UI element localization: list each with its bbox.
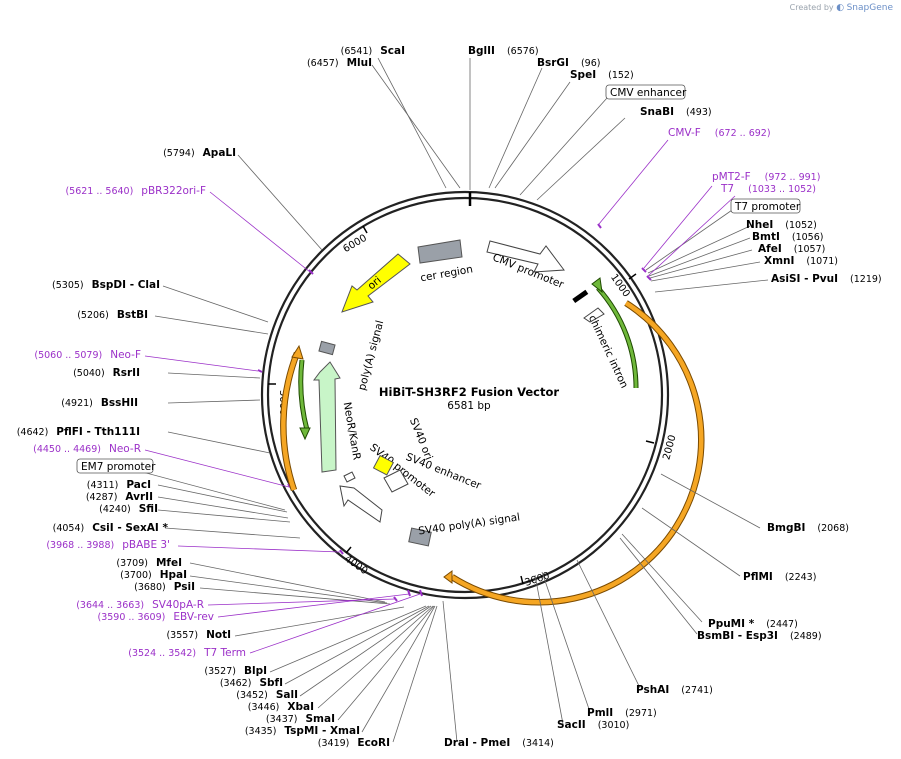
enzyme-spei: SpeI(152): [570, 69, 634, 81]
snapgene-logo-icon: ◐: [836, 3, 845, 13]
enzyme-bstbi: (5206)BstBI: [77, 309, 148, 321]
enzyme-tspmi-xmai: (3435)TspMI - XmaI: [245, 725, 360, 737]
feature-polya-signal: poly(A) signal: [356, 319, 386, 392]
label-t7-promoter: T7 promoter: [734, 201, 801, 213]
primer-neo-f: (5060 .. 5079)Neo-F: [34, 349, 141, 361]
enzyme-sacii: SacII(3010): [557, 719, 629, 731]
green-arc-right: [596, 287, 638, 389]
primer-pbabe-3: (3968 .. 3988)pBABE 3': [46, 539, 170, 551]
cmv-promoter-arrow: [486, 240, 565, 273]
enzyme-mfei: (3709)MfeI: [116, 557, 182, 569]
label-cmv-enhancer: CMV enhancer: [610, 87, 687, 99]
enzyme-xmni: XmnI(1071): [764, 255, 838, 267]
watermark-prefix: Created by: [789, 3, 834, 12]
primer-neo-r: (4450 .. 4469)Neo-R: [33, 443, 141, 455]
plasmid-name: HiBiT-SH3RF2 Fusion Vector: [379, 385, 559, 399]
orf-arc-left: [281, 352, 300, 491]
chimeric-intron-mark: [572, 289, 589, 304]
enzyme-csii-sexai: (4054)CsiI - SexAI *: [53, 522, 169, 534]
label-em7-promoter: EM7 promoter: [81, 461, 156, 473]
enzyme-sali: (3452)SalI: [236, 689, 298, 701]
primer-cmv-f: CMV-F(672 .. 692): [668, 127, 771, 139]
enzyme-pmli: PmlI(2971): [587, 707, 657, 719]
feature-sv40-polya-signal: SV40 poly(A) signal: [418, 511, 521, 537]
enzyme-psii: (3680)PsiI: [134, 581, 195, 593]
primer-leader-lines: [144, 139, 736, 654]
primer-marks: [257, 223, 652, 602]
sv40-promoter-arrow: [339, 485, 383, 523]
enzyme-paci: (4311)PacI: [87, 479, 151, 491]
enzyme-hpai: (3700)HpaI: [120, 569, 187, 581]
neor-kanr-arrow: [313, 361, 341, 473]
green-arrow-left-head: [299, 427, 311, 441]
box-t7-promoter: [730, 198, 801, 214]
sv40-ori-box: [372, 454, 395, 476]
enzyme-bsmbi-esp3i: BsmBI - Esp3I(2489): [697, 630, 822, 642]
enzyme-rsrii: (5040)RsrII: [73, 367, 140, 379]
box-cmv-enhancer: [605, 84, 686, 100]
box-em7-promoter: [76, 458, 154, 474]
cer-region-box: [417, 239, 463, 264]
enzyme-sbfi: (3462)SbfI: [220, 677, 283, 689]
enzyme-bglii: BglII(6576): [468, 45, 539, 57]
primer-t7-term: (3524 .. 3542)T7 Term: [128, 647, 246, 659]
enzymes-right: BglII(6576) BsrGI(96) SpeI(152) SnaBI(49…: [444, 45, 882, 749]
primer-ebv-rev: (3590 .. 3609)EBV-rev: [98, 611, 215, 623]
enzyme-pflfi-tth111i: (4642)PflFI - Tth111I: [17, 426, 140, 438]
backbone-outer: [260, 190, 670, 600]
polya-signal-box: [318, 340, 336, 356]
enzyme-pflmi: PflMI(2243): [743, 571, 816, 583]
primer-labels: CMV-F(672 .. 692) pMT2-F(972 .. 991) T7(…: [33, 127, 820, 659]
orf-arrow-left-head: [291, 344, 304, 360]
boxed-labels: CMV enhancer T7 promoter EM7 promoter: [76, 84, 801, 474]
enzyme-sfii: (4240)SfiI: [99, 503, 158, 515]
enzyme-bmti: BmtI(1056): [752, 231, 823, 243]
enzyme-smai: (3437)SmaI: [266, 713, 335, 725]
green-arrow-right-head: [591, 277, 603, 294]
enzyme-bsshii: (4921)BssHII: [61, 397, 138, 409]
tick-6000: 6000: [341, 233, 369, 255]
enzyme-asisi-pvui: AsiSI - PvuI(1219): [771, 273, 882, 285]
enzyme-ecori: (3419)EcoRI: [318, 737, 390, 749]
primer-t7: T7(1033 .. 1052): [720, 183, 816, 195]
enzymes-left: (6541)ScaI (6457)MluI (5794)ApaLI (5305)…: [17, 45, 405, 749]
enzyme-blpi: (3527)BlpI: [204, 665, 267, 677]
watermark-brand: SnapGene: [846, 3, 893, 13]
enzyme-avrii: (4287)AvrII: [86, 491, 153, 503]
intron-arrow: [583, 307, 605, 323]
snapgene-watermark: Created by ◐ SnapGene: [790, 3, 893, 13]
enzyme-noti: (3557)NotI: [166, 629, 231, 641]
enzyme-apali: (5794)ApaLI: [163, 147, 236, 159]
enzyme-drai-pmei: DraI - PmeI(3414): [444, 737, 554, 749]
green-arc-left: [299, 359, 309, 431]
enzyme-bsrgi: BsrGI(96): [537, 57, 600, 69]
sv40-small-arrow: [343, 471, 356, 483]
enzyme-xbai: (3446)XbaI: [248, 701, 314, 713]
enzyme-bmgbi: BmgBI(2068): [767, 522, 849, 534]
primer-sv40pa-r: (3644 .. 3663)SV40pA-R: [76, 599, 204, 611]
sv40-enhancer-arrow: [383, 469, 409, 493]
enzyme-afei: AfeI(1057): [758, 243, 825, 255]
enzyme-scai: (6541)ScaI: [341, 45, 405, 57]
feature-cer-region: cer region: [419, 263, 473, 284]
enzyme-bspdi-clai: (5305)BspDI - ClaI: [52, 279, 160, 291]
tick-4000: 4000: [342, 553, 369, 577]
enzyme-mlui: (6457)MluI: [307, 57, 372, 69]
enzyme-snabi: SnaBI(493): [640, 106, 712, 118]
primer-pmt2-f: pMT2-F(972 .. 991): [712, 171, 820, 183]
primer-pbr322ori-f: (5621 .. 5640)pBR322ori-F: [65, 185, 206, 197]
plasmid-size: 6581 bp: [447, 400, 491, 412]
orf-arrow-right-head: [443, 570, 453, 584]
backbone-inner: [266, 196, 664, 594]
enzyme-ppumi: PpuMI *(2447): [708, 618, 798, 630]
ori-arrow: [341, 253, 411, 313]
orf-arc-right: [450, 301, 704, 605]
feature-neor-kanr: NeoR/KanR: [341, 401, 363, 461]
leader-lines: [119, 57, 769, 743]
sv40-polya-box: [408, 527, 432, 547]
enzyme-pshai: PshAI(2741): [636, 684, 713, 696]
enzyme-nhei: NheI(1052): [746, 219, 817, 231]
